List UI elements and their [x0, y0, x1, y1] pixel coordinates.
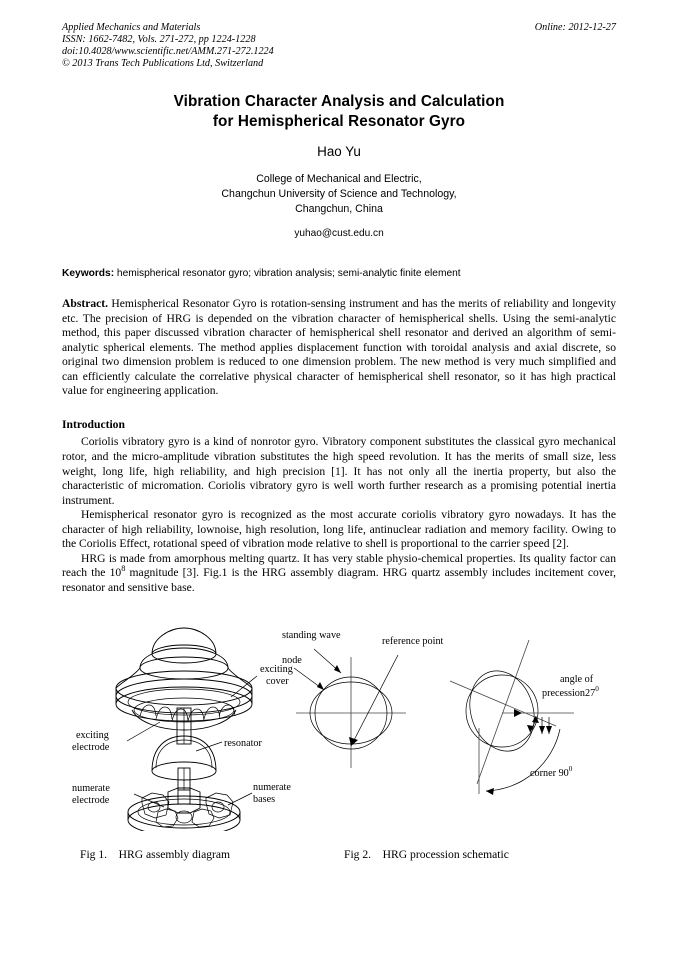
copyright-line: © 2013 Trans Tech Publications Ltd, Swit… [62, 58, 264, 70]
intro-paragraph-2: Hemispherical resonator gyro is recogniz… [62, 508, 616, 551]
figure1-label-numerate-electrode-line2: electrode [72, 795, 110, 806]
figures-row: exciting cover exciting electrode resona… [62, 616, 616, 846]
figure-1-caption: Fig 1. HRG assembly diagram [80, 847, 231, 861]
affiliation-line-1: College of Mechanical and Electric, [256, 173, 422, 186]
figure1-label-exciting-electrode-line1: exciting [76, 730, 109, 741]
page-content: Applied Mechanics and Materials ISSN: 16… [62, 22, 616, 866]
keywords-label: Keywords: [62, 268, 115, 280]
figure1-label-exciting-cover-line1: exciting [260, 664, 293, 675]
figure-captions: Fig 1. HRG assembly diagram Fig 2. HRG p… [62, 848, 616, 866]
online-date: Online: 2012-12-27 [534, 22, 616, 33]
masthead: Applied Mechanics and Materials ISSN: 16… [62, 22, 616, 70]
issn-line: ISSN: 1662-7482, Vols. 271-272, pp 1224-… [62, 34, 256, 46]
figure2-label-precession: precession270 [542, 685, 599, 699]
intro-paragraph-3-part-b: magnitude [3]. Fig.1 is the HRG assembly… [62, 566, 616, 594]
title-block: Vibration Character Analysis and Calcula… [62, 92, 616, 239]
intro-paragraph-3: HRG is made from amorphous melting quart… [62, 552, 616, 596]
standing-wave-unrotated [296, 656, 406, 768]
affiliation: College of Mechanical and Electric, Chan… [62, 172, 616, 216]
affiliation-line-3: Changchun, China [295, 202, 383, 215]
figure1-label-resonator: resonator [224, 738, 263, 749]
page-title: Vibration Character Analysis and Calcula… [62, 92, 616, 131]
author-name: Hao Yu [317, 144, 361, 160]
figure2-label-standing-wave: standing wave [282, 630, 341, 641]
figure1-label-numerate-bases-line2: bases [253, 794, 275, 805]
journal-name: Applied Mechanics and Materials [62, 22, 201, 33]
figure1-label-exciting-electrode-line2: electrode [72, 742, 110, 753]
abstract-text: Hemispherical Resonator Gyro is rotation… [62, 297, 616, 398]
doi-line: doi:10.4028/www.scientific.net/AMM.271-2… [62, 46, 274, 58]
standing-wave-rotated [449, 639, 557, 784]
author-email: yuhao@cust.edu.cn [294, 228, 384, 240]
keywords-line: Keywords: hemispherical resonator gyro; … [62, 267, 616, 280]
masthead-left: Applied Mechanics and Materials ISSN: 16… [62, 22, 450, 70]
figure-2: standing wave node reference point [274, 616, 616, 831]
abstract-label: Abstract. [62, 297, 109, 311]
figure2-label-angle-of: angle of [560, 674, 594, 685]
intro-paragraph-3-exponent: 8 [121, 564, 126, 574]
figure1-label-numerate-bases-line1: numerate [253, 782, 291, 793]
figure2-label-reference-point: reference point [382, 636, 444, 647]
paper-title-line-1: Vibration Character Analysis and Calcula… [173, 93, 505, 111]
figure2-label-corner: corner 900 [530, 765, 573, 779]
hrg-assembly-drawing: exciting cover exciting electrode resona… [72, 627, 293, 831]
paper-title-line-2: for Hemispherical Resonator Gyro [212, 112, 466, 130]
affiliation-line-2: Changchun University of Science and Tech… [221, 187, 457, 200]
figure-2-caption: Fig 2. HRG procession schematic [344, 847, 509, 861]
keywords-text: hemispherical resonator gyro; vibration … [114, 268, 461, 280]
abstract-paragraph: Abstract. Hemispherical Resonator Gyro i… [62, 297, 616, 399]
figure-1: exciting cover exciting electrode resona… [72, 616, 302, 831]
section-heading-introduction: Introduction [62, 417, 125, 431]
figure1-label-exciting-cover-line2: cover [266, 676, 289, 687]
hrg-procession-drawing: standing wave node reference point [282, 630, 599, 795]
figure1-label-numerate-electrode-line1: numerate [72, 783, 110, 794]
figure2-label-node: node [282, 655, 302, 666]
intro-paragraph-1: Coriolis vibratory gyro is a kind of non… [62, 435, 616, 507]
intro-paragraph-3-part-a: HRG is made from amorphous melting quart… [62, 551, 616, 580]
